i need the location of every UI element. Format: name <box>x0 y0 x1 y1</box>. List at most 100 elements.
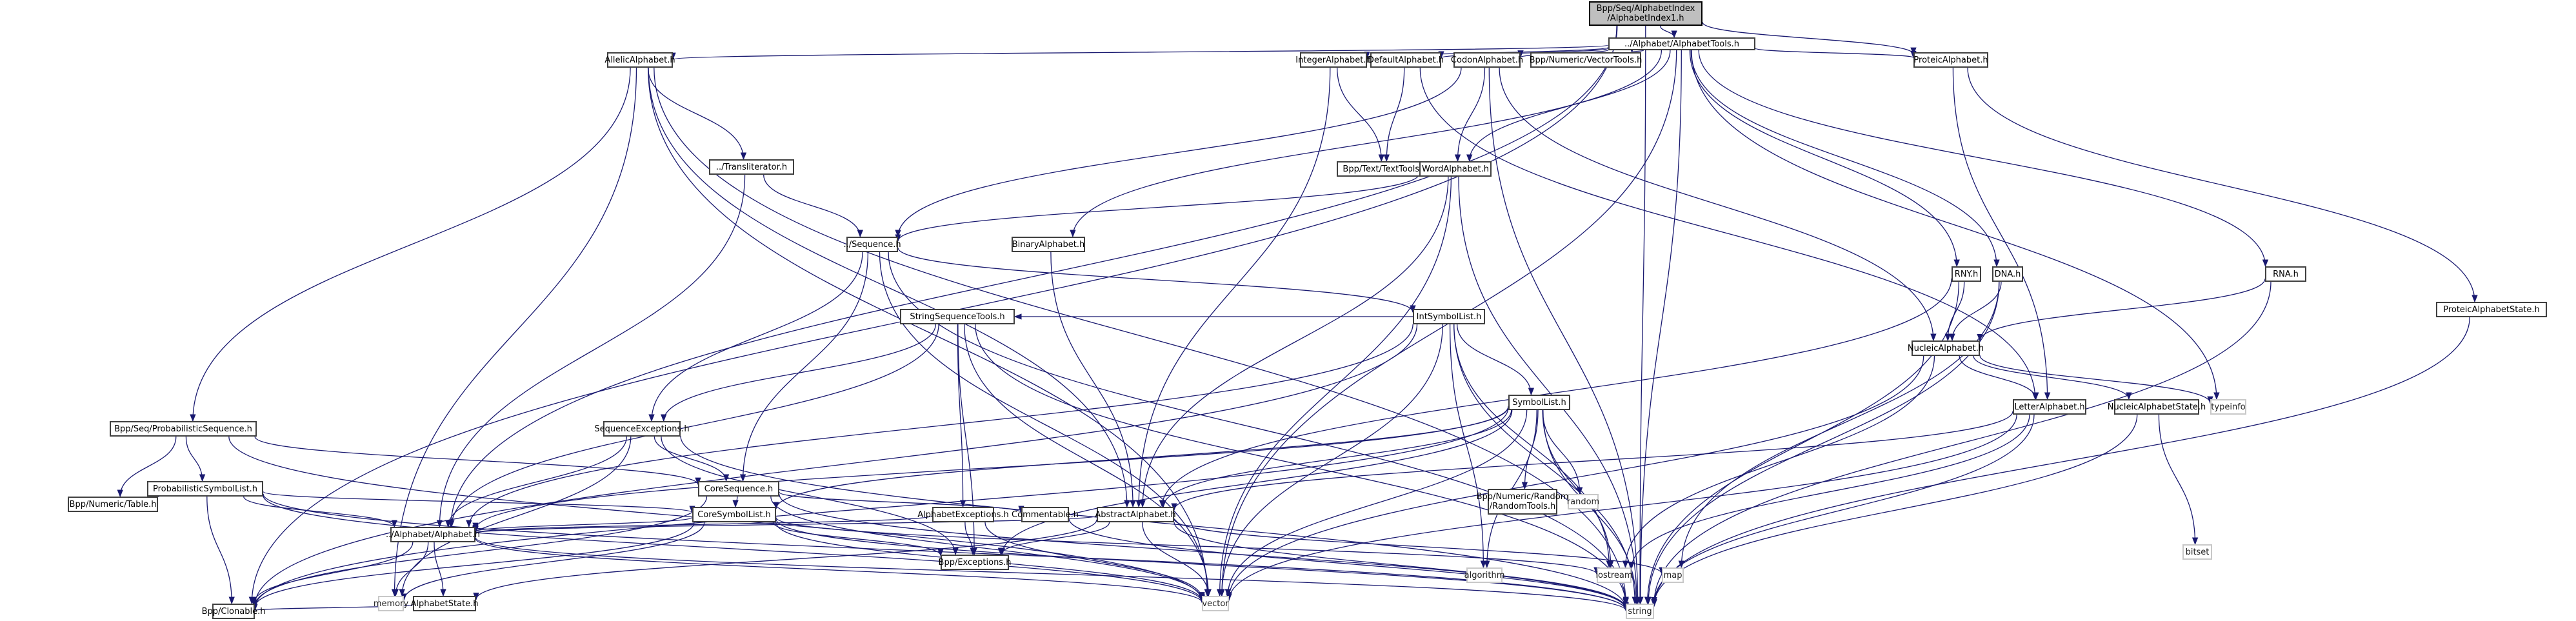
node-label: NucleicAlphabetState.h <box>2107 402 2206 412</box>
node-symbollist[interactable]: SymbolList.h <box>1508 395 1570 410</box>
edge-alphaexceptions-to-alphabet <box>472 515 933 534</box>
node-root[interactable]: Bpp/Seq/AlphabetIndex /AlphabetIndex1.h <box>1589 1 1702 26</box>
node-clonable[interactable]: Bpp/Clonable.h <box>202 604 265 619</box>
node-intsymbollist[interactable]: IntSymbolList.h <box>1413 309 1485 324</box>
edge-alphabettools-to-dna <box>1690 50 2000 268</box>
node-alphabettools[interactable]: ../Alphabet/AlphabetTools.h <box>1608 37 1755 50</box>
node-label: memory <box>373 598 409 609</box>
edge-alphabettools-to-rna <box>1698 50 2269 268</box>
edge-coresequence-to-string <box>779 494 1629 611</box>
edge-alphabettools-to-rny <box>1689 50 1960 268</box>
node-label: ProteicAlphabet.h <box>1913 55 1988 65</box>
edge-coresequence-to-vector <box>770 496 1205 602</box>
edge-stringseqtools-to-alphaexceptions <box>957 324 966 508</box>
node-abstractalphabet[interactable]: AbstractAlphabet.h <box>1095 507 1176 522</box>
edge-coresymbollist-to-string <box>775 518 1629 611</box>
edge-symbollist-to-alphabet <box>472 406 1509 531</box>
node-stringseqtools[interactable]: StringSequenceTools.h <box>900 309 1015 324</box>
edge-alphaexceptions-to-vector <box>984 522 1205 600</box>
edge-seqexceptions-to-memory <box>399 436 632 597</box>
node-proteicstate[interactable]: ProteicAlphabetState.h <box>2436 302 2547 317</box>
node-label: ProbabilisticSymbolList.h <box>152 484 258 494</box>
node-default[interactable]: DefaultAlphabet.h <box>1368 52 1444 68</box>
edge-probsymbollist-to-clonable <box>206 496 235 605</box>
node-label: SymbolList.h <box>1512 397 1566 408</box>
edge-nucleicstate-to-bitset <box>2158 414 2199 546</box>
edge-alphabettools-to-proteic <box>1755 48 1917 59</box>
node-vectortools[interactable]: Bpp/Numeric/VectorTools.h <box>1530 52 1642 68</box>
node-label: AllelicAlphabet.h <box>604 55 675 65</box>
node-transliterator[interactable]: ../Transliterator.h <box>709 159 794 175</box>
node-label: Commentable.h <box>1012 509 1079 520</box>
edge-coresymbollist-to-iostream <box>775 517 1600 575</box>
node-label: string <box>1628 606 1652 616</box>
node-letter[interactable]: LetterAlphabet.h <box>2013 399 2086 415</box>
edge-integer-to-abstractalphabet <box>1135 67 1331 508</box>
edge-letter-to-iostream <box>1628 414 2030 569</box>
node-alphaexceptions[interactable]: AlphabetExceptions.h <box>917 507 1009 522</box>
node-dna[interactable]: DNA.h <box>1992 266 2023 282</box>
node-probseq[interactable]: Bpp/Seq/ProbabilisticSequence.h <box>110 421 257 437</box>
node-commentable[interactable]: Commentable.h <box>1012 507 1079 522</box>
node-exceptions[interactable]: Bpp/Exceptions.h <box>938 555 1012 570</box>
node-label: AlphabetState.h <box>410 598 479 609</box>
node-label: AbstractAlphabet.h <box>1095 509 1176 520</box>
edge-nucleic-to-letter <box>1959 355 2039 400</box>
edge-allelic-to-abstractalphabet <box>648 67 1130 508</box>
edge-alphabettools-to-binary <box>1070 50 1662 238</box>
node-integer[interactable]: IntegerAlphabet.h <box>1295 52 1372 68</box>
edge-sequence-to-seqexceptions <box>648 251 863 422</box>
node-coresequence[interactable]: CoreSequence.h <box>698 481 779 497</box>
node-nucleicstate[interactable]: NucleicAlphabetState.h <box>2108 399 2206 415</box>
node-coresymbollist[interactable]: CoreSymbolList.h <box>692 507 776 522</box>
edge-probsymbollist-to-coresymbollist <box>263 491 695 513</box>
node-label: Bpp/Exceptions.h <box>938 557 1012 567</box>
edge-word-to-vector <box>1216 176 1452 597</box>
edge-abstractalphabet-to-exceptions <box>997 522 1110 556</box>
node-rny[interactable]: RNY.h <box>1952 266 1981 282</box>
node-label: Bpp/Numeric/Table.h <box>69 499 157 509</box>
edge-intsymbollist-to-string <box>1453 324 1638 605</box>
edge-sequence-to-coresequence <box>739 251 869 482</box>
node-label: map <box>1663 570 1682 580</box>
node-binary[interactable]: BinaryAlphabet.h <box>1012 237 1085 252</box>
node-label: CoreSymbolList.h <box>697 509 771 520</box>
node-label: StringSequenceTools.h <box>910 311 1005 322</box>
node-label: ../Transliterator.h <box>715 162 788 172</box>
edge-alphabet-to-string <box>475 537 1629 611</box>
node-probsymbollist[interactable]: ProbabilisticSymbolList.h <box>147 481 263 497</box>
edge-nucleic-to-iostream <box>1622 355 1935 569</box>
edge-stringseqtools-to-seqexceptions <box>661 324 936 422</box>
node-codon[interactable]: CodonAlphabet.h <box>1451 52 1523 68</box>
edge-intsymbollist-to-iostream <box>1453 324 1612 569</box>
edge-dna-to-map <box>1678 281 2000 569</box>
edge-alphabet-to-memory <box>392 542 429 597</box>
node-rna[interactable]: RNA.h <box>2265 266 2306 282</box>
edge-binary-to-abstractalphabet <box>1050 251 1136 508</box>
node-proteic[interactable]: ProteicAlphabet.h <box>1913 52 1988 68</box>
node-sequence[interactable]: ../Sequence.h <box>843 237 901 252</box>
edge-root-to-string <box>1637 25 1646 605</box>
node-map: map <box>1662 567 1684 583</box>
edge-letter-to-abstractalphabet <box>1171 411 2013 511</box>
edge-coresymbollist-to-memory <box>401 522 705 601</box>
node-word[interactable]: WordAlphabet.h <box>1419 161 1492 177</box>
edge-alphabettools-to-default <box>1438 48 1609 59</box>
edge-alphabettools-to-vectortools <box>1628 45 1644 54</box>
node-label: IntegerAlphabet.h <box>1295 55 1372 65</box>
node-random: random <box>1566 494 1600 509</box>
node-label: random <box>1566 497 1600 507</box>
node-allelic[interactable]: AllelicAlphabet.h <box>604 52 675 68</box>
edge-coresequence-to-commentable <box>779 491 1024 514</box>
edge-codon-to-nucleic <box>1499 67 1937 342</box>
node-table[interactable]: Bpp/Numeric/Table.h <box>68 497 158 512</box>
node-randomtools[interactable]: Bpp/Numeric/Random /RandomTools.h <box>1477 489 1568 515</box>
node-alphabetstate[interactable]: AlphabetState.h <box>410 596 479 611</box>
edge-dna-to-string <box>1645 281 2000 605</box>
node-alphabet[interactable]: ../Alphabet/Alphabet.h <box>386 527 480 542</box>
node-seqexceptions[interactable]: SequenceExceptions.h <box>594 421 690 437</box>
edge-commentable-to-string <box>1068 518 1629 610</box>
edge-rna-to-string <box>1651 281 2271 605</box>
edge-root-to-alphabettools <box>1659 25 1677 39</box>
node-nucleic[interactable]: NucleicAlphabet.h <box>1908 340 1984 356</box>
